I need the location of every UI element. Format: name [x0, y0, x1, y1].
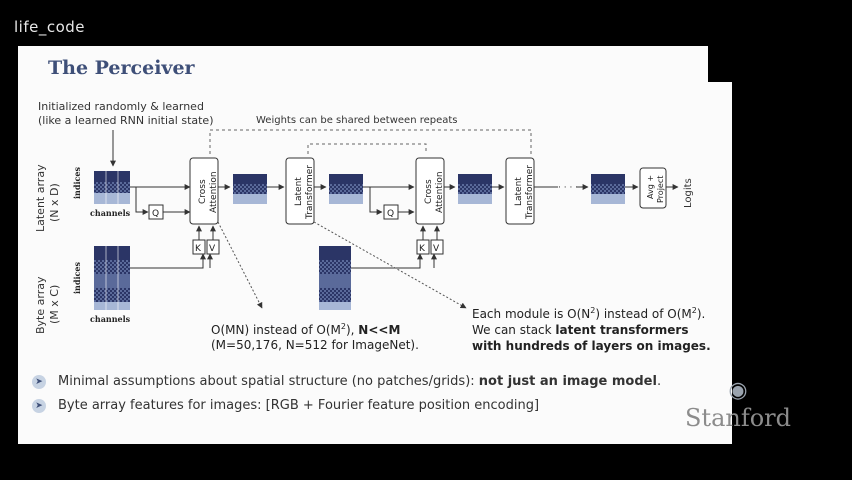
latent-grid-2: [233, 174, 267, 204]
byte-channels-label: channels: [90, 314, 131, 324]
arrow-right-icon: ➤: [32, 398, 46, 413]
cross-attention-2: [415, 157, 445, 225]
bullet-2: ➤ Byte array features for images: [RGB +…: [32, 398, 539, 413]
stanford-logo: ◉ Stanford: [678, 378, 798, 432]
watermark: life_code: [14, 18, 86, 36]
svg-text:Latent: Latent: [514, 177, 524, 206]
shared-dashed-line-2: [307, 143, 427, 154]
latent-array-grid: [94, 171, 130, 204]
init-note-line2: (like a learned RNN initial state): [38, 114, 214, 127]
slide-corner-cut: [708, 46, 732, 82]
latent-transformer-2: [505, 157, 535, 225]
byte-array-dims: (M x C): [48, 285, 61, 324]
svg-text:Transformer: Transformer: [305, 165, 315, 220]
init-note-line1: Initialized randomly & learned: [38, 100, 204, 113]
ellipsis: · · · · ·: [558, 183, 584, 193]
svg-text:V: V: [433, 244, 440, 254]
callout-left-line1: O(MN) instead of O(M2), N<<M: [211, 322, 400, 337]
svg-text:K: K: [419, 244, 426, 254]
latent-grid-3: [329, 174, 363, 204]
byte-array-grid: [94, 246, 130, 310]
svg-text:Avg +: Avg +: [646, 175, 655, 199]
svg-text:K: K: [195, 244, 202, 254]
byte-indices-label: indices: [72, 262, 82, 294]
svg-text:Attention: Attention: [435, 171, 445, 213]
latent-array-dims: (N x D): [48, 183, 61, 222]
perceiver-diagram: Initialized randomly & learned (like a l…: [34, 100, 711, 353]
avg-project-block: [639, 167, 667, 209]
latent-array-label: Latent array: [34, 164, 47, 232]
byte-array-grid-2: [319, 246, 351, 310]
stanford-emblem-icon: ◉: [728, 378, 748, 403]
byte-array-label: Byte array: [34, 276, 47, 334]
latent-indices-label: indices: [72, 167, 82, 199]
latent-grid-5: [591, 174, 625, 204]
cross-attention-1: [189, 157, 219, 225]
svg-text:Project: Project: [656, 176, 665, 203]
bullet-1: ➤ Minimal assumptions about spatial stru…: [32, 374, 661, 389]
svg-text:Cross: Cross: [424, 179, 434, 204]
svg-text:Q: Q: [152, 209, 159, 219]
svg-text:Latent: Latent: [294, 177, 304, 206]
shared-dashed-line-1: [209, 129, 532, 154]
slide-title: The Perceiver: [48, 57, 195, 79]
latent-channels-label: channels: [90, 208, 131, 218]
svg-text:Attention: Attention: [209, 171, 219, 213]
shared-weights-note: Weights can be shared between repeats: [256, 115, 458, 126]
callout-left-line2: (M=50,176, N=512 for ImageNet).: [211, 338, 419, 352]
callout-right-line1: Each module is O(N2) instead of O(M2).: [472, 306, 705, 321]
svg-text:Q: Q: [387, 209, 394, 219]
arrow-right-icon: ➤: [32, 374, 46, 389]
latent-grid-4: [458, 174, 492, 204]
slide: The Perceiver Initialized randomly & lea…: [18, 46, 732, 444]
svg-text:Cross: Cross: [198, 179, 208, 204]
latent-transformer-1: [285, 157, 315, 225]
svg-text:Transformer: Transformer: [525, 165, 535, 220]
callout-right-line3: with hundreds of layers on images.: [472, 339, 711, 353]
callout-right-line2: We can stack latent transformers: [472, 323, 688, 337]
svg-text:V: V: [209, 244, 216, 254]
logits-label: Logits: [683, 178, 694, 208]
